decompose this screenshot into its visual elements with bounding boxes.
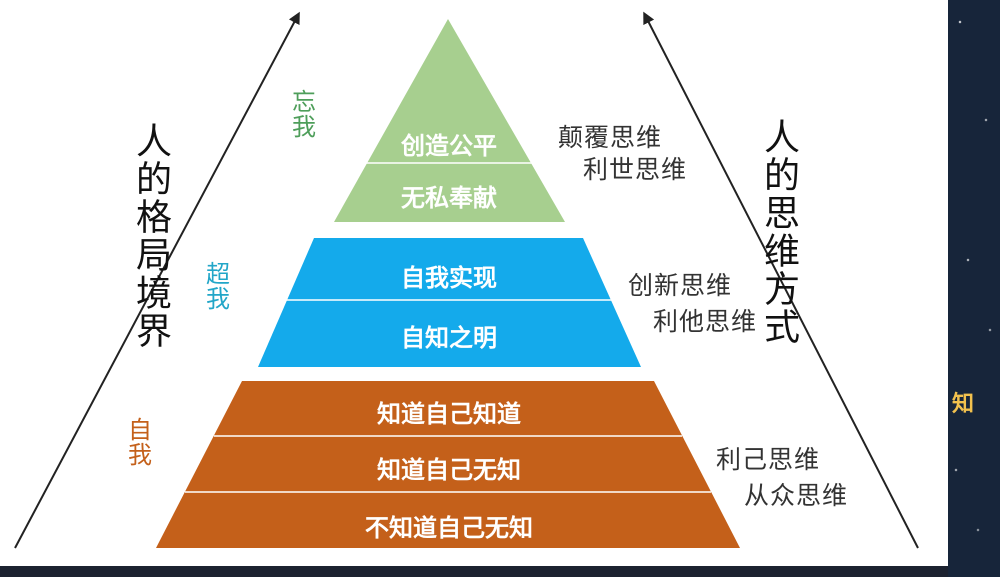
left-axis-title: 人的格局境界 <box>130 122 171 350</box>
thinking-middle-2: 利他思维 <box>653 307 758 336</box>
stage-label-middle: 超我 <box>206 260 230 314</box>
side-background-panel <box>948 0 1000 577</box>
thinking-top-2: 利世思维 <box>583 155 688 184</box>
level-bottom-2: 知道自己无知 <box>377 456 521 484</box>
level-bottom-3: 不知道自己无知 <box>365 514 533 542</box>
left-arrow <box>14 11 300 549</box>
right-arrow <box>643 11 919 549</box>
level-top-2: 无私奉献 <box>401 184 497 212</box>
level-top-1: 创造公平 <box>401 132 497 160</box>
level-middle-2: 自知之明 <box>401 324 497 352</box>
middle-tier <box>258 238 641 367</box>
thinking-bottom-2: 从众思维 <box>744 481 849 510</box>
top-tier <box>334 19 565 222</box>
thinking-middle-1: 创新思维 <box>628 271 733 300</box>
bottom-tier <box>156 381 740 548</box>
level-middle-1: 自我实现 <box>401 264 497 292</box>
stage-label-bottom: 自我 <box>128 416 152 470</box>
thinking-bottom-1: 利己思维 <box>716 445 821 474</box>
stage-label-top: 忘我 <box>292 88 316 142</box>
right-axis-title: 人的思维方式 <box>758 118 799 346</box>
level-bottom-1: 知道自己知道 <box>377 400 521 428</box>
side-panel-char: 知 <box>952 392 975 417</box>
thinking-top-1: 颠覆思维 <box>558 123 663 152</box>
bottom-strip <box>0 566 948 577</box>
